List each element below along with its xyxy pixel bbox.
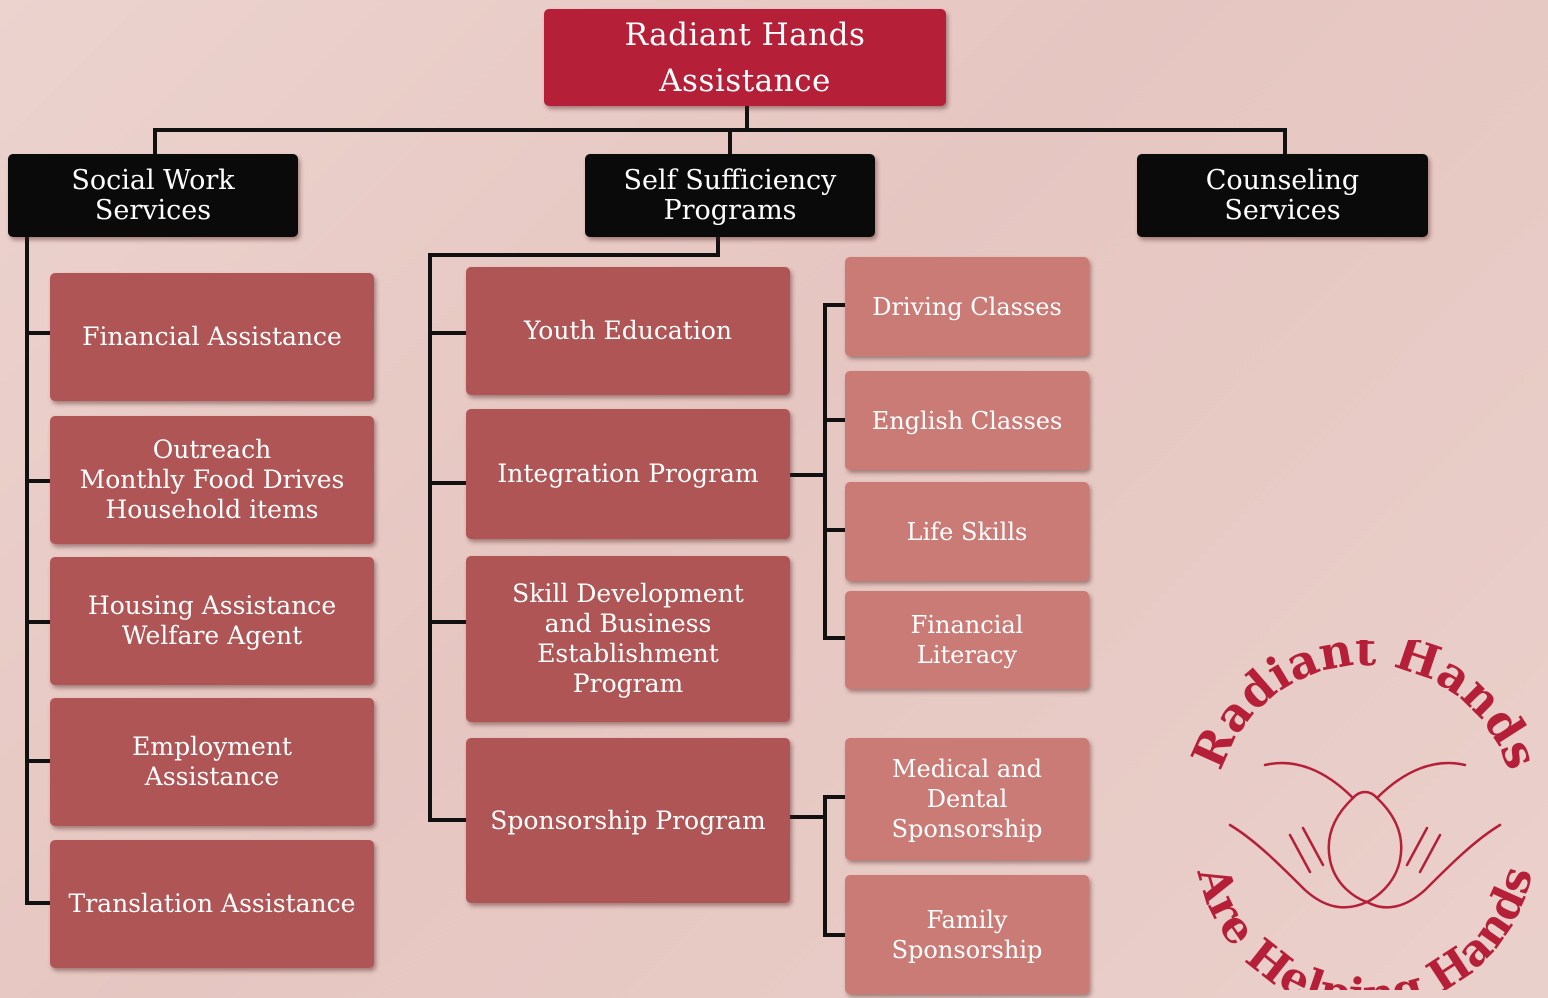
program-youth-education: Youth Education xyxy=(466,267,790,395)
heart-hands-icon xyxy=(1228,761,1502,909)
subprogram-life-skills: Life Skills xyxy=(845,482,1089,581)
subprogram-financial-literacy: Financial Literacy xyxy=(845,591,1089,689)
program-integration: Integration Program xyxy=(466,409,790,539)
logo-top-text-path: Radiant Hands xyxy=(1185,640,1545,776)
logo-bottom-text-path: Are Helping Hands xyxy=(1186,860,1543,990)
root-node: Radiant Hands Assistance xyxy=(544,9,946,106)
service-translation-assistance: Translation Assistance xyxy=(50,840,374,968)
service-housing-assistance: Housing Assistance Welfare Agent xyxy=(50,557,374,685)
subprogram-medical-dental-sponsorship: Medical and Dental Sponsorship xyxy=(845,738,1089,860)
dept-counseling: Counseling Services xyxy=(1137,154,1428,237)
program-skill-development: Skill Development and Business Establish… xyxy=(466,556,790,722)
program-sponsorship: Sponsorship Program xyxy=(466,738,790,903)
subprogram-family-sponsorship: Family Sponsorship xyxy=(845,875,1089,994)
service-financial-assistance: Financial Assistance xyxy=(50,273,374,401)
dept-social-work: Social Work Services xyxy=(8,154,298,237)
logo-top-text: Radiant Hands xyxy=(1185,640,1545,776)
logo-bottom-text: Are Helping Hands xyxy=(1186,860,1543,990)
service-employment-assistance: Employment Assistance xyxy=(50,698,374,826)
subprogram-driving-classes: Driving Classes xyxy=(845,257,1089,356)
radiant-hands-logo: Radiant Hands Are Helping Hands xyxy=(1185,640,1545,990)
subprogram-english-classes: English Classes xyxy=(845,371,1089,470)
service-outreach: Outreach Monthly Food Drives Household i… xyxy=(50,416,374,544)
dept-self-sufficiency: Self Sufficiency Programs xyxy=(585,154,875,237)
